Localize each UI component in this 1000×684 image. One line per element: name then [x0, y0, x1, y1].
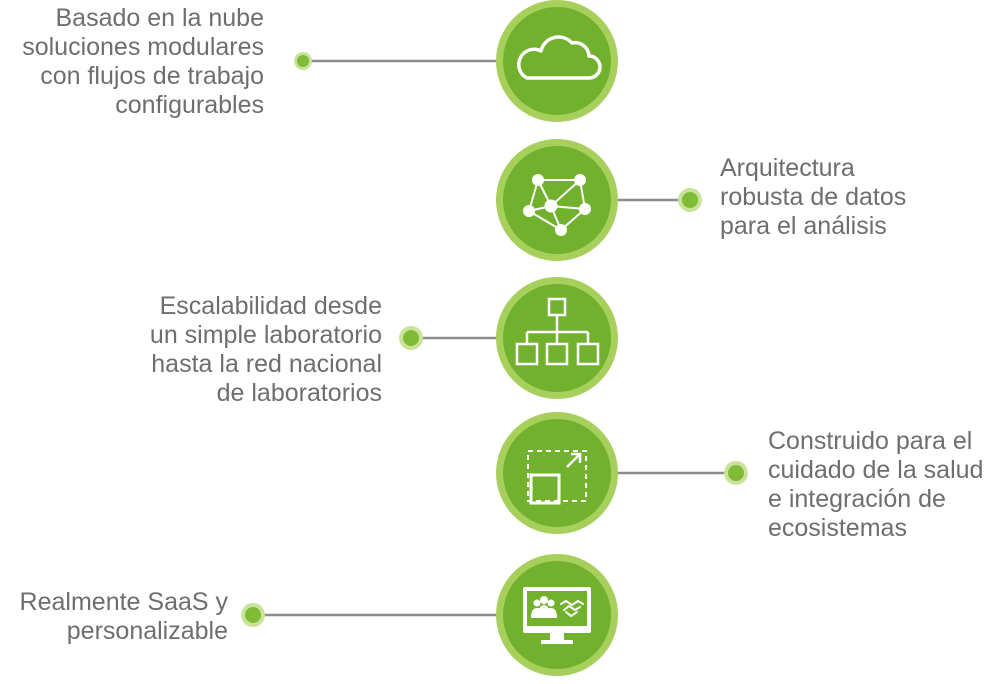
feature-label-scalability: Escalabilidad desde un simple laboratori…	[149, 292, 382, 407]
hierarchy-icon	[515, 297, 600, 366]
icon-circle-inner	[503, 419, 611, 527]
cloud-icon	[517, 35, 602, 80]
connector-dot	[728, 465, 744, 481]
connector-dot	[245, 607, 261, 623]
icon-circle-inner	[503, 7, 611, 115]
connector-dot	[297, 55, 309, 67]
feature-label-data-architecture: Arquitectura robusta de datos para el an…	[720, 154, 907, 240]
network-icon	[523, 174, 591, 236]
feature-5	[241, 554, 618, 676]
monitor-users-icon	[523, 587, 591, 644]
feature-label-saas: Realmente SaaS y personalizable	[19, 588, 228, 645]
expand-icon	[527, 450, 587, 505]
feature-label-cloud: Basado en la nube soluciones modulares c…	[22, 4, 264, 119]
connector-dot	[682, 192, 698, 208]
connector-dot	[403, 330, 419, 346]
feature-1	[294, 0, 618, 122]
feature-2	[496, 139, 702, 261]
feature-label-healthcare: Construido para el cuidado de la salud e…	[768, 427, 984, 542]
feature-4	[496, 412, 748, 534]
feature-3	[399, 277, 618, 399]
